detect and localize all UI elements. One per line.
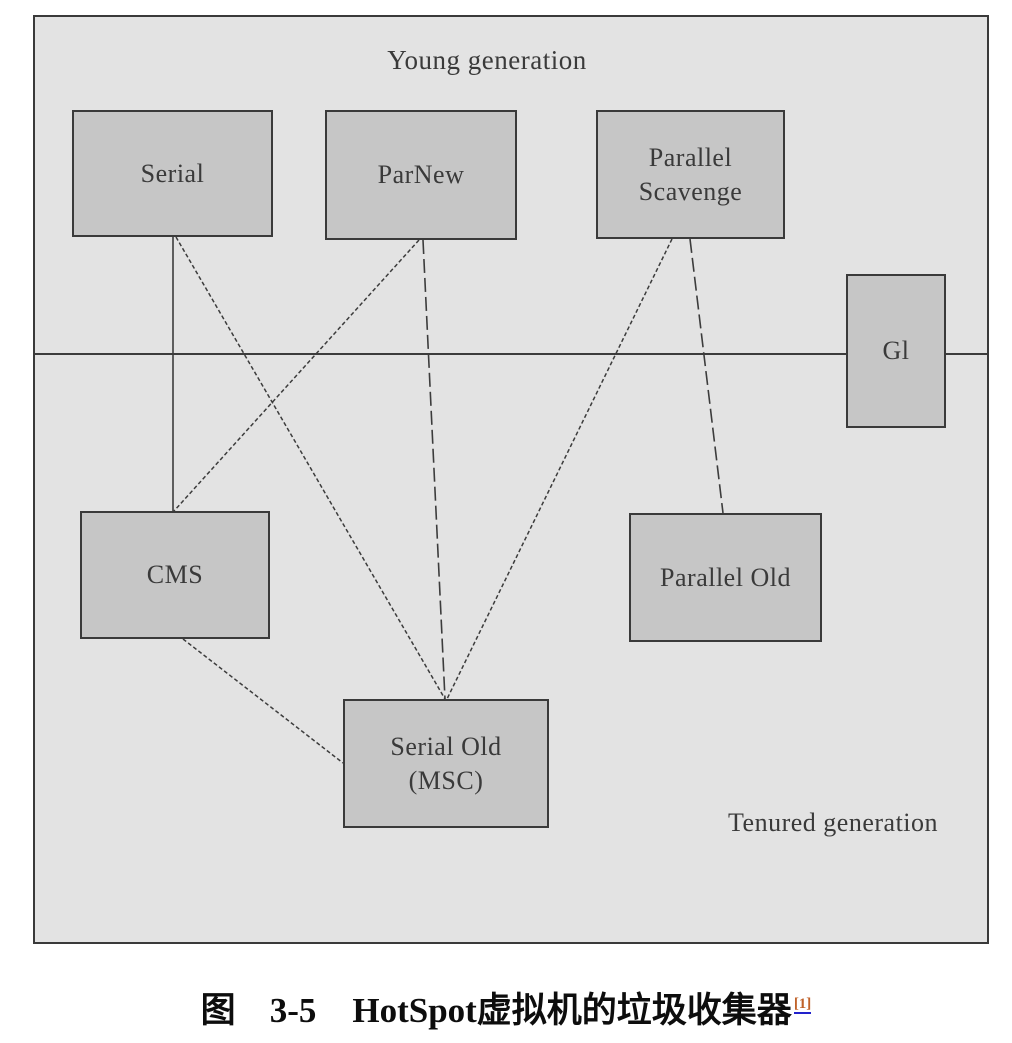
node-parnew: ParNew	[325, 110, 517, 240]
node-serial-label: Serial	[140, 158, 205, 188]
node-parallel-old: Parallel Old	[629, 513, 822, 642]
edges-layer	[35, 236, 987, 764]
node-parallel-old-label: Parallel Old	[660, 562, 791, 592]
caption-fig-label: 图	[200, 991, 236, 1030]
figure-caption: 图 3-5 HotSpot虚拟机的垃圾收集器[1]	[0, 982, 1012, 1033]
node-parallel-scavenge-label-line2: Scavenge	[638, 176, 743, 206]
caption-fig-number: 3-5	[269, 991, 317, 1030]
node-parnew-label: ParNew	[377, 160, 465, 190]
figure-area: Young generation Serial ParNew Parallel …	[33, 15, 989, 944]
edge-serial-to-serial-old	[175, 236, 446, 700]
node-serial-old-label-line1: Serial Old	[390, 731, 502, 761]
node-cms: CMS	[80, 511, 270, 639]
edge-parnew-to-cms	[173, 239, 420, 512]
edge-cms-to-serial-old	[182, 638, 344, 764]
node-serial: Serial	[72, 110, 273, 237]
caption-title: HotSpot虚拟机的垃圾收集器	[352, 991, 792, 1030]
node-parallel-scavenge: Parallel Scavenge	[596, 110, 785, 239]
node-cms-label: CMS	[146, 560, 204, 590]
edge-parallel-scavenge-to-serial-old	[446, 238, 673, 700]
tenured-generation-label: Tenured generation	[727, 808, 939, 837]
footnote-link[interactable]: [1]	[793, 996, 812, 1014]
node-g1-label: Gl	[882, 336, 910, 366]
node-g1: Gl	[846, 274, 946, 428]
node-serial-old-label-line2: (MSC)	[408, 765, 484, 795]
edge-parallel-scavenge-to-parallel-old	[689, 238, 724, 514]
young-generation-label: Young generation	[387, 45, 587, 75]
node-serial-old: Serial Old (MSC)	[343, 699, 549, 828]
edge-parnew-to-serial-old	[422, 239, 446, 700]
node-parallel-scavenge-label-line1: Parallel	[648, 142, 733, 172]
